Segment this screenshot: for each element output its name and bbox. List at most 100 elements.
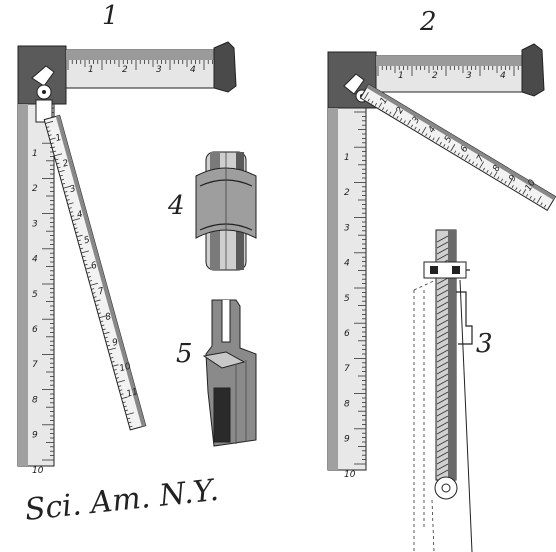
figure-3-hatching	[436, 235, 449, 477]
ruler-tick	[49, 137, 56, 141]
ruler-label: 10	[118, 361, 132, 374]
ruler-tick	[363, 92, 369, 100]
ruler-tick	[436, 283, 449, 291]
ruler-tick	[436, 367, 449, 375]
ruler-tick	[378, 102, 383, 109]
ruler-tick	[432, 137, 435, 141]
ruler-tick	[73, 223, 77, 226]
ruler-tick	[106, 344, 111, 347]
ruler-tick	[436, 301, 449, 309]
ruler-tick	[436, 325, 449, 333]
ruler-tick	[500, 178, 504, 182]
figure-5-label: 5	[176, 339, 193, 369]
ruler-tick	[46, 126, 50, 128]
ruler-tick	[62, 182, 66, 185]
ruler-tick	[111, 361, 115, 363]
figure-2-top-label: 3	[466, 71, 472, 81]
ruler-tick	[436, 433, 449, 441]
ruler-tick	[125, 412, 134, 416]
ruler-label: 8	[32, 395, 38, 405]
ruler-tick	[88, 280, 93, 282]
ruler-tick	[436, 439, 449, 447]
figure-5-clip: 5	[176, 299, 257, 447]
ruler-label: 4	[76, 210, 84, 221]
ruler-tick	[78, 243, 82, 246]
ruler-tick	[436, 277, 449, 285]
ruler-label: 7	[32, 360, 38, 370]
figure-3-section-view: 3	[413, 229, 493, 552]
ruler-tick	[540, 202, 543, 206]
ruler-tick	[518, 189, 522, 193]
figure-2-top-end-cap	[521, 43, 545, 97]
ruler-tick	[389, 111, 392, 115]
ruler-tick	[425, 133, 428, 137]
ruler-label: 4	[344, 259, 350, 269]
ruler-tick	[367, 98, 370, 102]
ruler-label: 3	[411, 115, 423, 125]
ruler-tick	[436, 343, 449, 351]
ruler-tick	[436, 445, 449, 453]
ruler-tick	[99, 315, 107, 319]
ruler-label: 11	[125, 387, 139, 400]
ruler-tick	[410, 124, 414, 128]
ruler-tick	[97, 312, 102, 315]
ruler-tick	[94, 299, 101, 302]
ruler-label: 3	[32, 219, 38, 229]
figure-2-top-label: 4	[500, 71, 506, 81]
ruler-label: 5	[83, 235, 91, 246]
ruler-tick	[47, 130, 51, 132]
ruler-tick	[66, 199, 70, 201]
ruler-tick	[468, 159, 471, 163]
ruler-tick	[428, 135, 432, 139]
ruler-tick	[76, 234, 83, 238]
ruler-tick	[74, 227, 78, 230]
ruler-tick	[436, 295, 449, 303]
ruler-tick	[489, 172, 493, 176]
ruler-label: 5	[32, 290, 38, 300]
ruler-tick	[51, 146, 56, 149]
ruler-tick	[436, 409, 449, 417]
ruler-tick	[453, 150, 457, 154]
ruler-tick	[124, 409, 128, 412]
ruler-tick	[436, 421, 449, 429]
ruler-tick	[396, 115, 399, 119]
ruler-tick	[128, 421, 132, 424]
ruler-tick	[436, 247, 449, 255]
ruler-label: 2	[32, 184, 38, 194]
ruler-tick	[77, 239, 81, 242]
ruler-label: 5	[443, 134, 455, 144]
ruler-tick	[436, 313, 449, 321]
ruler-tick	[436, 391, 449, 399]
ruler-tick	[87, 276, 91, 278]
ruler-tick	[436, 469, 449, 477]
figure-1-pivot	[31, 65, 55, 123]
ruler-tick	[374, 102, 378, 106]
ruler-label: 7	[475, 154, 487, 164]
ruler-tick	[436, 289, 449, 297]
ruler-tick	[475, 163, 478, 167]
ruler-tick	[533, 198, 536, 202]
ruler-tick	[114, 373, 118, 375]
ruler-label: 4	[32, 255, 38, 265]
ruler-tick	[471, 161, 475, 165]
figure-4-sleeve: 4	[167, 151, 257, 271]
figure-3-label: 3	[476, 329, 493, 359]
ruler-tick	[511, 185, 514, 189]
ruler-tick	[507, 178, 513, 186]
figure-1-top-label: 4	[190, 65, 196, 75]
ruler-label: 1	[55, 133, 63, 144]
ruler-tick	[436, 403, 449, 411]
ruler-tick	[55, 158, 59, 161]
ruler-tick	[86, 272, 90, 274]
figure-2-label: 2	[419, 7, 437, 37]
ruler-tick	[82, 255, 86, 258]
ruler-tick	[436, 253, 449, 261]
ruler-tick	[457, 152, 460, 156]
ruler-tick	[544, 204, 547, 208]
ruler-tick	[385, 109, 388, 113]
ruler-tick	[497, 176, 500, 180]
ruler-tick	[118, 385, 122, 387]
ruler-tick	[102, 328, 106, 331]
